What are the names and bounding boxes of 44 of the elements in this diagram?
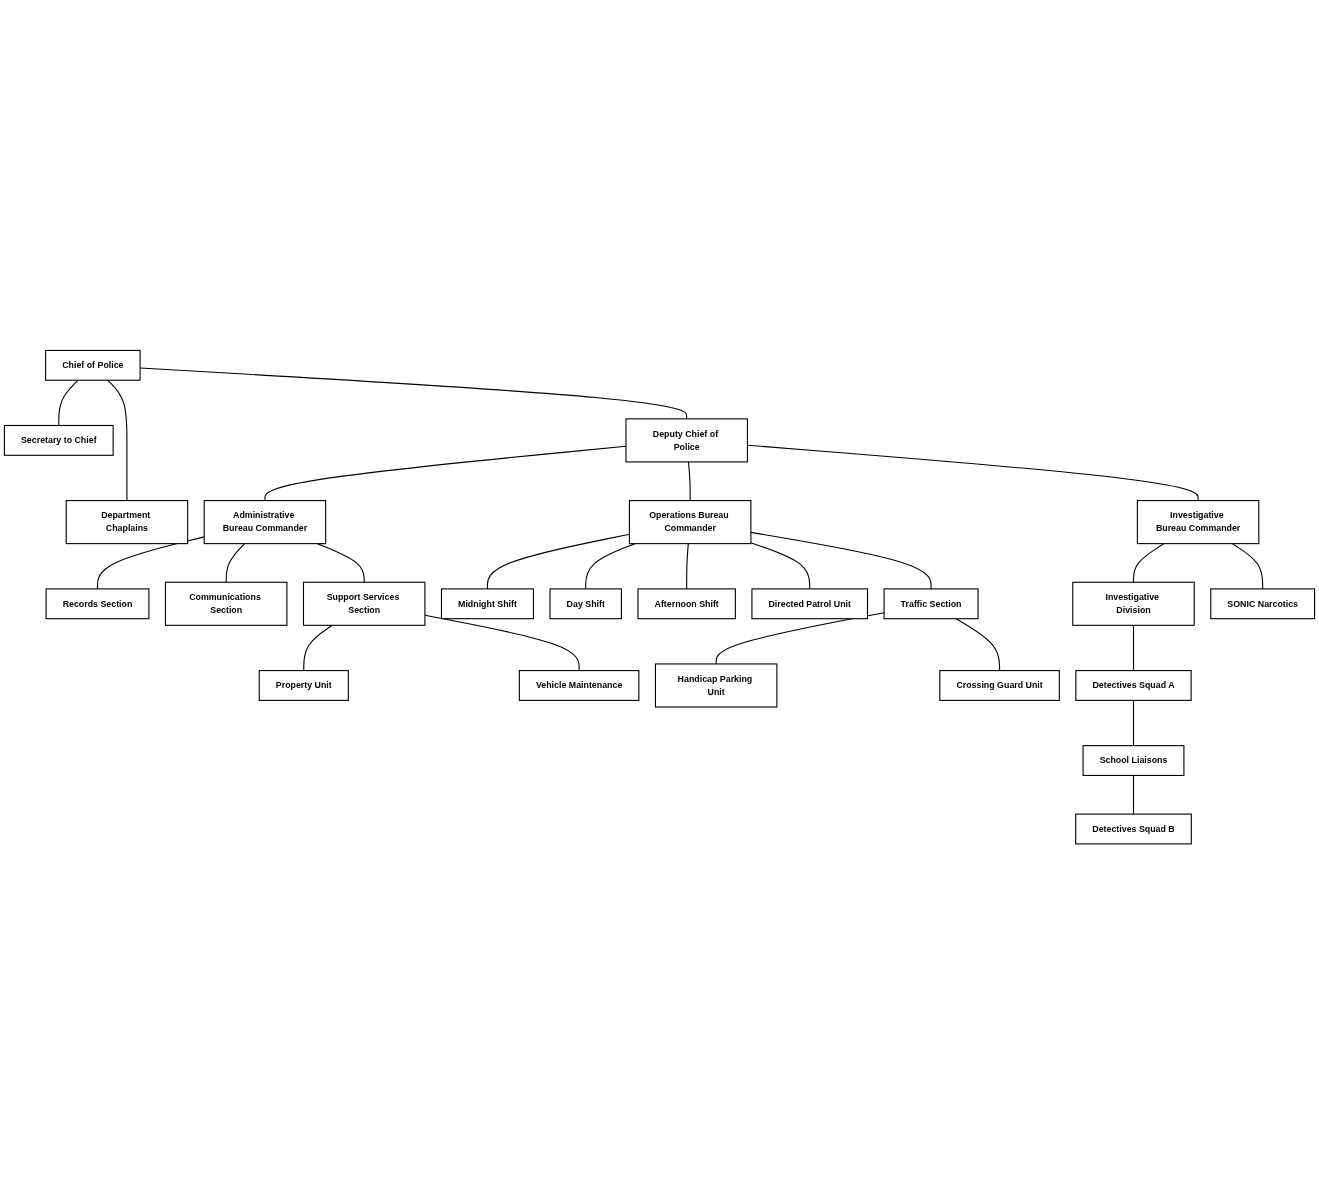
connector xyxy=(107,379,128,501)
connector xyxy=(585,542,636,590)
connector xyxy=(687,461,691,501)
node-box: Secretary to Chief xyxy=(3,424,114,456)
node-box: Chief of Police xyxy=(45,349,141,381)
node-box: Communications Section xyxy=(164,581,288,626)
connector xyxy=(303,624,333,671)
connector xyxy=(486,533,630,590)
connector xyxy=(1132,699,1135,747)
connector xyxy=(316,542,365,583)
connector xyxy=(1132,774,1135,815)
node-box: Department Chaplains xyxy=(65,499,189,544)
connector xyxy=(750,542,811,590)
node-box: Administrative Bureau Commander xyxy=(203,499,327,544)
node-box: Investigative Bureau Commander xyxy=(1136,499,1260,544)
connector xyxy=(1231,542,1264,590)
node-box: Deputy Chief of Police xyxy=(625,418,748,463)
node-box: Records Section xyxy=(45,588,150,620)
node-box: Traffic Section xyxy=(883,588,979,620)
node-box: Investigative Division xyxy=(1072,581,1195,626)
node-box: Support Services Section xyxy=(302,581,426,626)
node-box: Detectives Squad A xyxy=(1075,669,1192,701)
node-box: SONIC Narcotics xyxy=(1210,588,1316,620)
connector xyxy=(424,614,580,671)
connector xyxy=(1132,624,1135,671)
node-box: Afternoon Shift xyxy=(637,588,736,620)
connector xyxy=(750,531,932,590)
connector xyxy=(715,612,885,665)
connector xyxy=(96,536,205,590)
node-box: Day Shift xyxy=(549,588,622,620)
connector xyxy=(686,542,689,590)
node-box: Midnight Shift xyxy=(440,588,534,620)
node-box: Directed Patrol Unit xyxy=(751,588,869,620)
node-box: Operations Bureau Commander xyxy=(628,499,752,544)
node-box: School Liaisons xyxy=(1082,744,1185,776)
node-box: Detectives Squad B xyxy=(1075,813,1192,845)
node-box: Vehicle Maintenance xyxy=(518,669,640,701)
node-box: Property Unit xyxy=(258,669,349,701)
connector xyxy=(58,379,79,426)
connector xyxy=(225,542,246,583)
node-box: Handicap Parking Unit xyxy=(654,663,778,708)
node-box: Crossing Guard Unit xyxy=(939,669,1060,701)
connector xyxy=(955,617,1001,671)
connector xyxy=(1132,542,1165,583)
